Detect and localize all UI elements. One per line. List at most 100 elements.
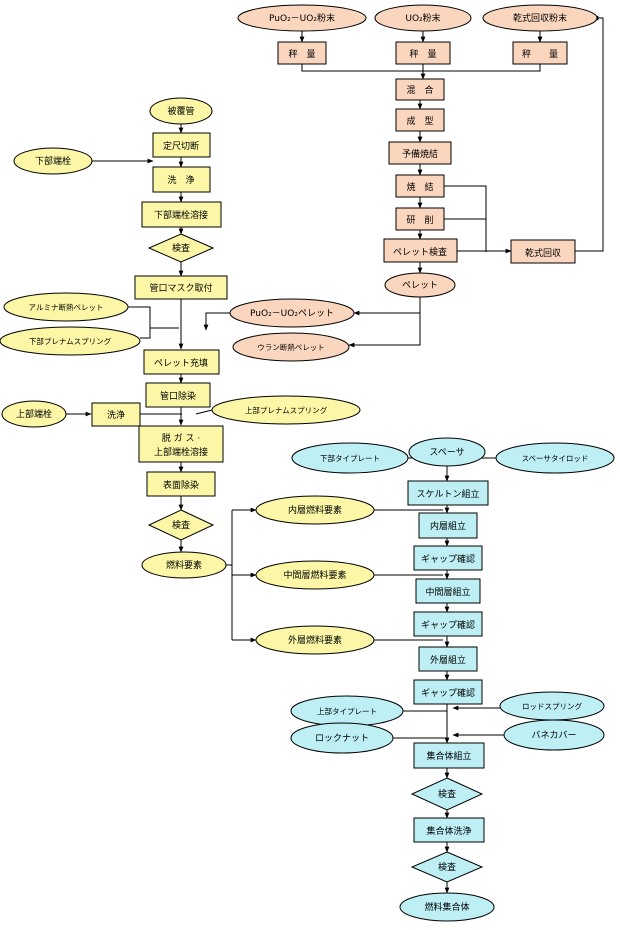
node-rod-spring: ロッドスプリング: [499, 691, 605, 721]
node-weigh-3: 秤 量: [512, 41, 568, 65]
connector-lines: [66, 15, 604, 894]
svg-text:アルミナ断熱ペレット: アルミナ断熱ペレット: [29, 302, 104, 312]
svg-text:秤 量: 秤 量: [522, 49, 558, 60]
node-weigh-2: 秤 量: [395, 41, 451, 65]
node-dry-recovered-powder: 乾式回収粉末: [482, 4, 598, 32]
svg-text:ペレット検査: ペレット検査: [393, 246, 447, 258]
node-inspection-3: 検査: [410, 777, 484, 811]
node-tube-mask-attach: 管口マスク取付: [134, 275, 228, 300]
node-lower-plenum-spring: 下部プレナムスプリング: [0, 326, 141, 356]
svg-text:スケルトン組立: スケルトン組立: [416, 488, 479, 500]
svg-text:ギャップ確認: ギャップ確認: [421, 687, 475, 699]
svg-text:乾式回収: 乾式回収: [525, 247, 561, 259]
node-uo2-powder: UO₂粉末: [374, 4, 472, 32]
svg-text:PuO₂－UO₂粉末: PuO₂－UO₂粉末: [269, 12, 335, 24]
svg-text:管口マスク取付: 管口マスク取付: [149, 282, 212, 294]
node-degas-upper-end-plug-weld: 脱 ガ ス · 上部端栓溶接: [138, 425, 224, 463]
svg-text:燃料集合体: 燃料集合体: [424, 901, 469, 913]
svg-text:ペレット: ペレット: [402, 281, 438, 291]
svg-text:秤 量: 秤 量: [288, 49, 315, 60]
svg-text:内層組立: 内層組立: [430, 520, 466, 532]
svg-text:上部端栓: 上部端栓: [16, 408, 52, 420]
node-lower-tie-plate: 下部タイプレート: [291, 442, 409, 474]
node-pellet-filling: ペレット充填: [143, 349, 220, 375]
svg-text:スペーサタイロッド: スペーサタイロッド: [522, 454, 589, 463]
node-puo2-uo2-powder: PuO₂－UO₂粉末: [237, 4, 367, 32]
svg-text:表面除染: 表面除染: [163, 479, 199, 491]
svg-text:上部タイプレート: 上部タイプレート: [317, 706, 377, 716]
svg-text:ギャップ確認: ギャップ確認: [421, 619, 475, 631]
node-bundle-wash: 集合体洗浄: [413, 817, 485, 843]
node-gap-check-3: ギャップ確認: [413, 679, 483, 705]
node-puo2-uo2-pellet: PuO₂－UO₂ペレット: [229, 298, 355, 328]
svg-text:上部端栓溶接: 上部端栓溶接: [154, 446, 208, 458]
node-alumina-insulation-pellet: アルミナ断熱ペレット: [3, 292, 129, 322]
node-cladding-tube: 被覆管: [149, 97, 213, 125]
svg-text:乾式回収粉末: 乾式回収粉末: [513, 12, 567, 24]
svg-text:燃料要素: 燃料要素: [166, 559, 202, 571]
svg-text:検査: 検査: [172, 519, 190, 531]
svg-text:研 削: 研 削: [406, 214, 433, 226]
node-grinding: 研 削: [395, 207, 445, 231]
node-spacer-tie-rod: スペーサタイロッド: [495, 442, 615, 474]
svg-text:定尺切断: 定尺切断: [163, 140, 199, 152]
node-inspection-4: 検査: [410, 851, 484, 883]
svg-text:洗浄: 洗浄: [107, 409, 125, 421]
svg-text:下部タイプレート: 下部タイプレート: [320, 453, 380, 463]
node-fixed-length-cut: 定尺切断: [152, 132, 211, 158]
node-lower-end-plug: 下部端栓: [13, 147, 93, 175]
node-upper-end-plug: 上部端栓: [1, 400, 67, 428]
svg-text:混 合: 混 合: [406, 84, 433, 96]
svg-text:スペーサ: スペーサ: [429, 447, 464, 458]
node-lower-end-plug-weld: 下部端栓溶接: [141, 201, 222, 228]
svg-text:ギャップ確認: ギャップ確認: [421, 553, 475, 565]
svg-text:下部端栓: 下部端栓: [35, 155, 71, 167]
svg-text:上部プレナムスプリング: 上部プレナムスプリング: [245, 405, 328, 415]
node-outer-fuel-element: 外層燃料要素: [255, 625, 375, 655]
node-gap-check-2: ギャップ確認: [413, 611, 483, 637]
node-molding: 成 型: [395, 108, 445, 132]
svg-text:管口除染: 管口除染: [160, 390, 196, 402]
svg-text:ウラン断熱ペレット: ウラン断熱ペレット: [257, 342, 325, 352]
node-uranium-insulation-pellet: ウラン断熱ペレット: [232, 332, 350, 362]
svg-text:ロックナット: ロックナット: [315, 733, 369, 744]
node-fuel-element: 燃料要素: [141, 551, 227, 579]
node-weigh-1: 秤 量: [277, 41, 327, 65]
node-inner-assembly: 内層組立: [418, 512, 478, 539]
svg-text:中間層組立: 中間層組立: [425, 586, 470, 598]
node-gap-check-1: ギャップ確認: [413, 545, 483, 571]
svg-text:ペレット充填: ペレット充填: [154, 357, 208, 369]
node-presintering: 予備焼結: [388, 141, 452, 165]
svg-text:成 型: 成 型: [406, 115, 433, 127]
svg-text:検査: 検査: [438, 861, 456, 873]
svg-text:ロッドスプリング: ロッドスプリング: [522, 701, 582, 711]
svg-text:脱 ガ ス ·: 脱 ガ ス ·: [162, 432, 200, 444]
svg-text:秤 量: 秤 量: [409, 49, 436, 60]
node-wash-2: 洗浄: [91, 402, 141, 427]
svg-text:焼 結: 焼 結: [406, 181, 433, 193]
node-middle-assembly: 中間層組立: [415, 578, 481, 604]
svg-text:洗 浄: 洗 浄: [167, 174, 194, 186]
node-sintering: 焼 結: [395, 174, 445, 198]
svg-text:外層組立: 外層組立: [430, 654, 466, 666]
svg-text:UO₂粉末: UO₂粉末: [405, 12, 440, 24]
node-tube-decontamination: 管口除染: [145, 382, 211, 408]
node-skeleton-assembly: スケルトン組立: [407, 480, 489, 506]
node-bundle-assembly: 集合体組立: [413, 742, 485, 769]
svg-text:下部端栓溶接: 下部端栓溶接: [154, 209, 208, 221]
svg-text:内層燃料要素: 内層燃料要素: [288, 504, 342, 516]
node-spacer: スペーサ: [408, 437, 486, 467]
svg-text:集合体洗浄: 集合体洗浄: [426, 825, 471, 837]
svg-text:検査: 検査: [438, 788, 456, 800]
svg-text:予備焼結: 予備焼結: [402, 148, 438, 160]
node-wash-1: 洗 浄: [152, 166, 211, 193]
svg-text:被覆管: 被覆管: [167, 105, 194, 117]
node-mixing: 混 合: [395, 78, 445, 101]
node-spring-cover: バネカバー: [503, 719, 605, 751]
node-inspection-2: 検査: [147, 509, 215, 541]
node-middle-fuel-element: 中間層燃料要素: [255, 560, 375, 590]
node-pellet-inspection: ペレット検査: [383, 238, 458, 263]
svg-text:検査: 検査: [172, 242, 190, 254]
node-inspection-1: 検査: [147, 233, 215, 263]
